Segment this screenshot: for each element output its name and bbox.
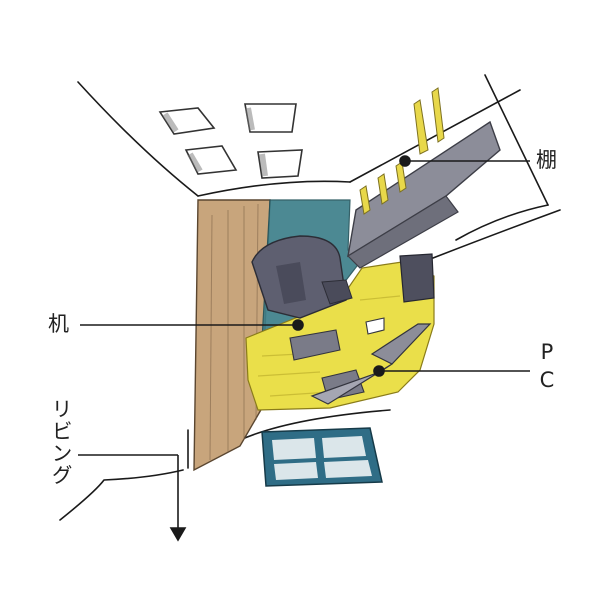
chair (251, 235, 353, 319)
living-label: リビング (49, 398, 73, 486)
floor-window (261, 427, 383, 487)
shelf-label: 棚 (536, 148, 557, 172)
leader-lines (78, 155, 530, 542)
room-outline (59, 74, 561, 521)
desk-cabinet (399, 253, 435, 303)
laptop (310, 323, 432, 405)
desk-label: 机 (48, 312, 69, 336)
ceiling-lights (158, 103, 303, 179)
shelf-brackets (359, 87, 445, 215)
pc-label: PC (535, 340, 559, 396)
shelf (347, 120, 501, 269)
wood-wall (193, 199, 271, 472)
